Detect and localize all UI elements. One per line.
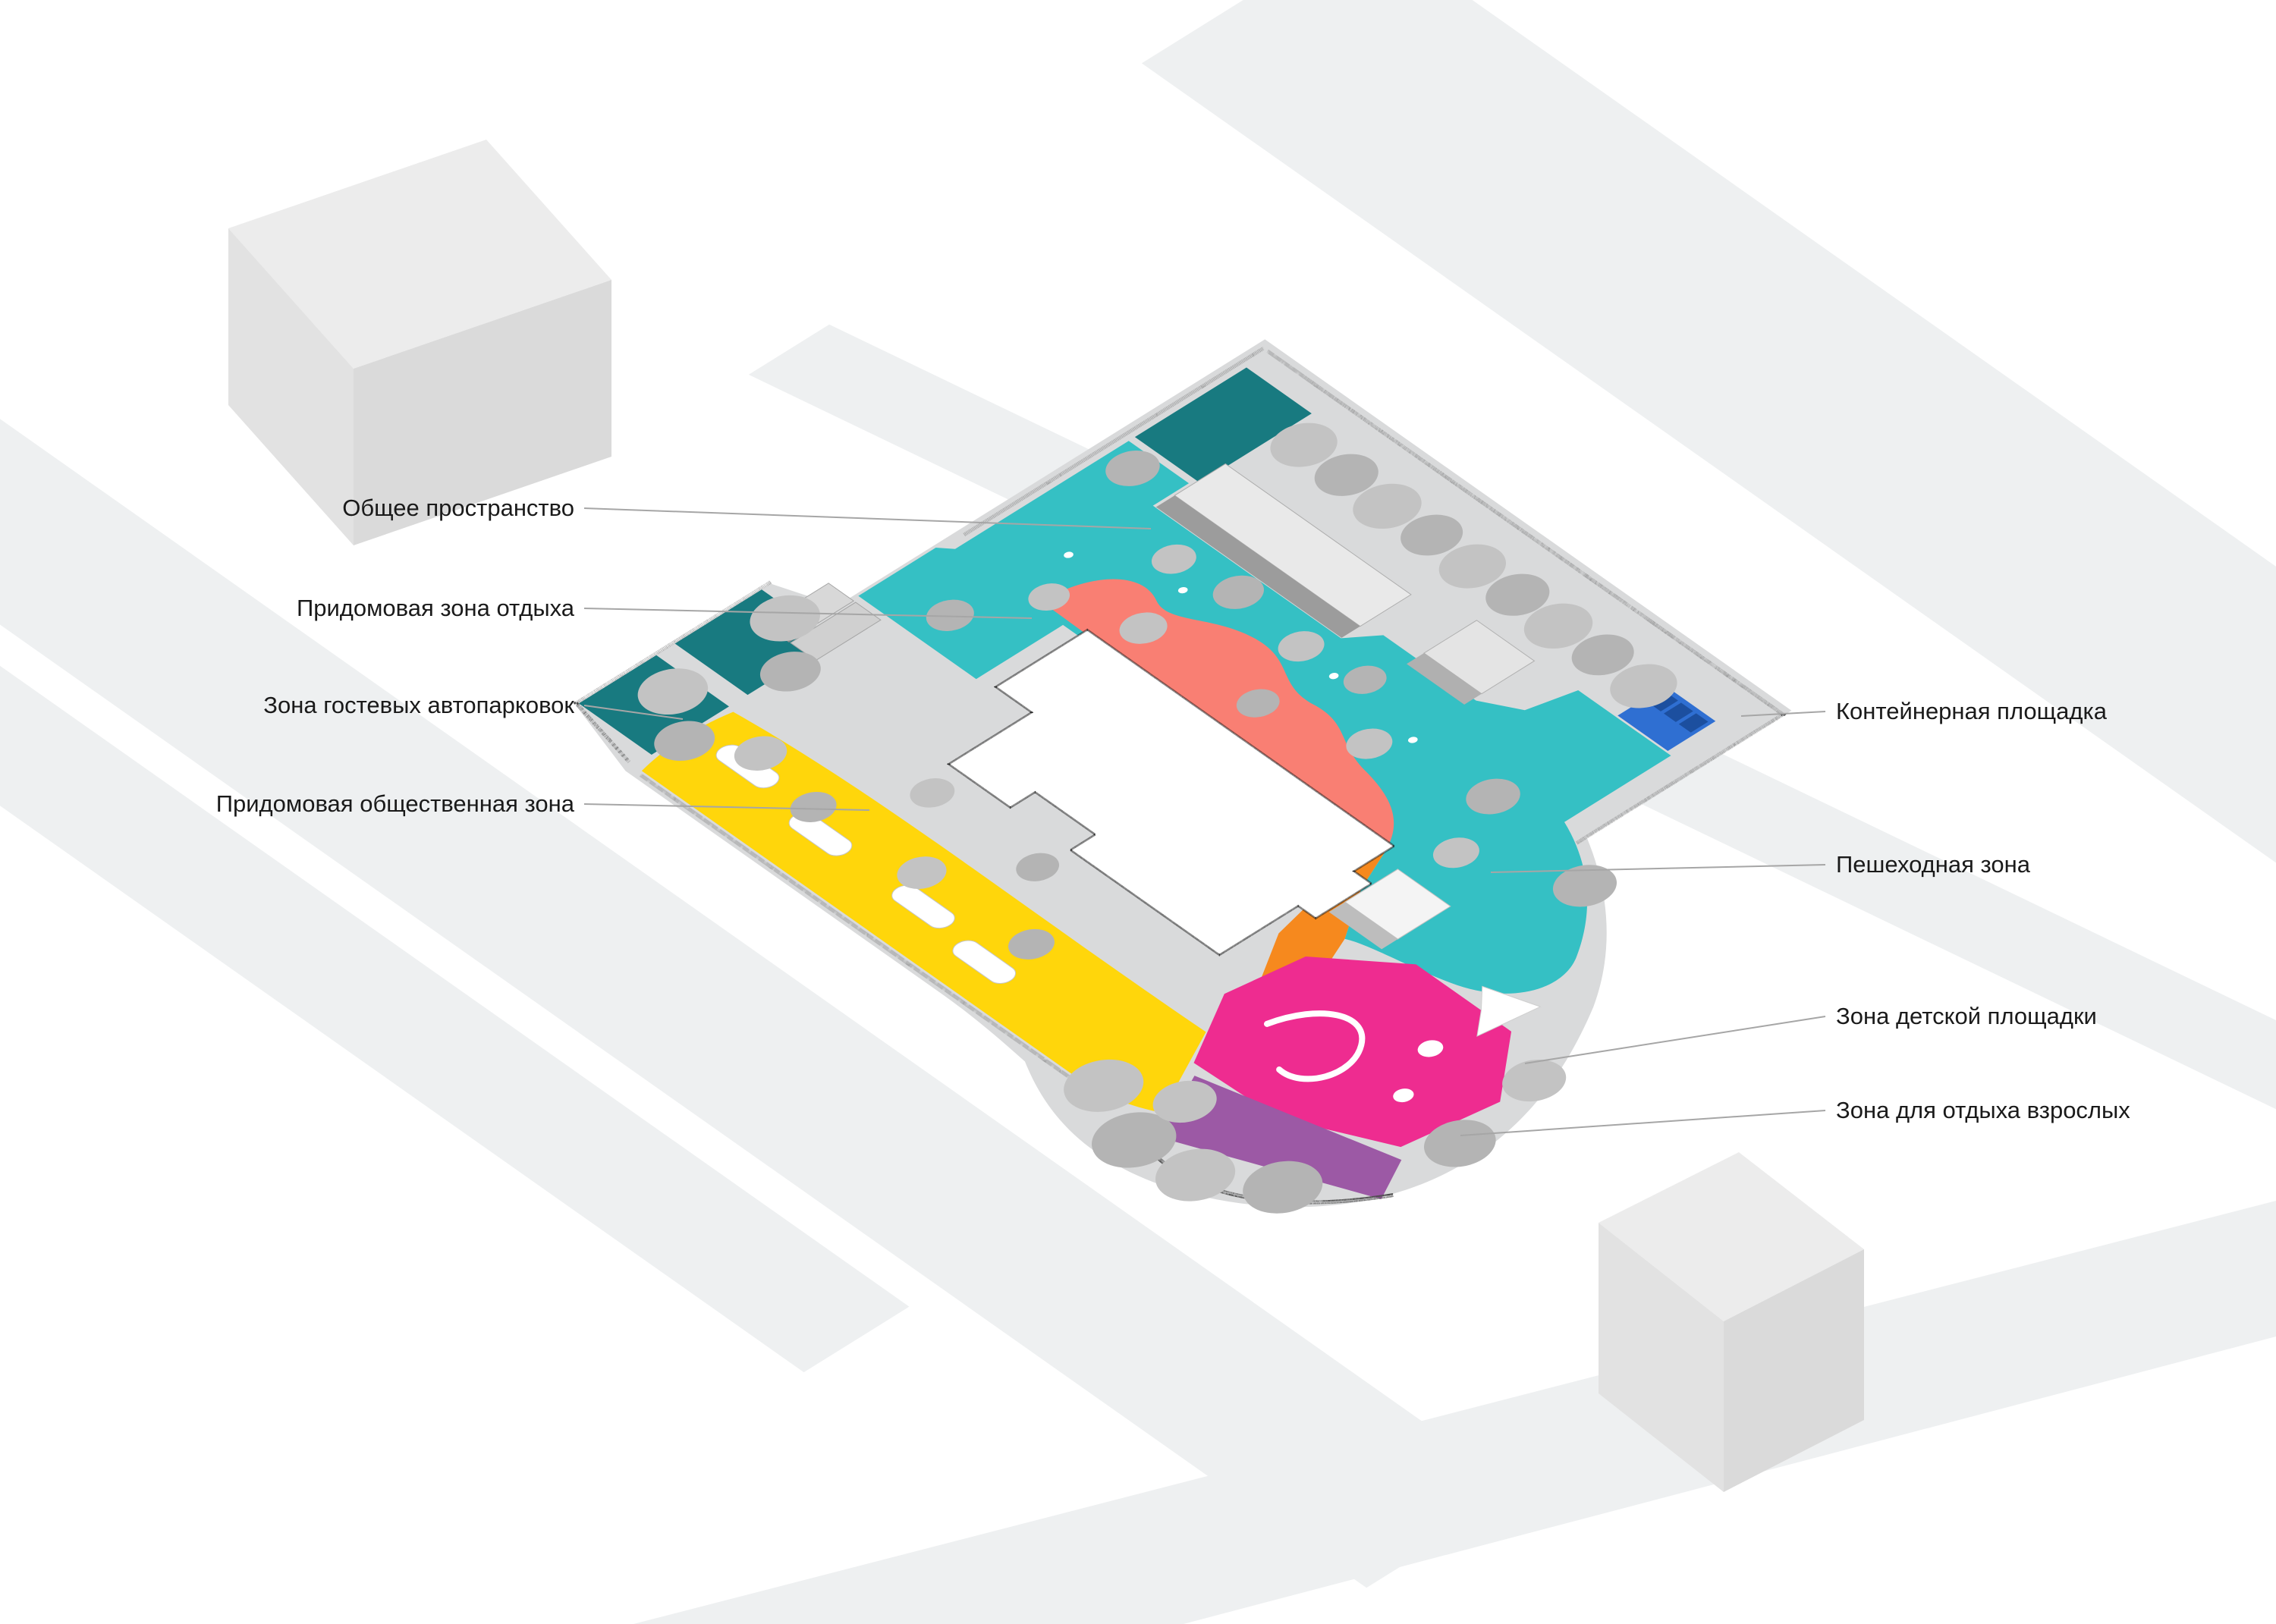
bench bbox=[886, 881, 960, 931]
building-face-left bbox=[228, 228, 354, 545]
tree bbox=[1028, 583, 1070, 611]
street-north bbox=[1141, 0, 2276, 1212]
street-southeast bbox=[633, 1201, 2276, 1624]
tree bbox=[1152, 1080, 1217, 1123]
tree bbox=[1064, 1059, 1144, 1112]
strip-pavilion bbox=[1407, 620, 1534, 705]
tree bbox=[1105, 450, 1160, 486]
label-home-public: Придомовая общественная зона bbox=[215, 790, 574, 817]
label-container: Контейнерная площадка bbox=[1836, 698, 2107, 724]
building-face-right bbox=[354, 280, 611, 545]
waste-bins bbox=[1649, 692, 1709, 733]
tree bbox=[1278, 631, 1325, 662]
label-common-space: Общее пространство bbox=[342, 495, 574, 521]
playground-equipment bbox=[1239, 925, 1549, 1129]
building-face-left bbox=[1599, 1223, 1724, 1492]
leader-container bbox=[1740, 711, 1826, 717]
bench bbox=[948, 937, 1021, 987]
main-building-footprint bbox=[913, 630, 1412, 967]
trees-group bbox=[637, 422, 1677, 1214]
building-roof bbox=[1599, 1152, 1864, 1321]
play-dome bbox=[1393, 1088, 1414, 1103]
play-structure bbox=[1239, 994, 1384, 1090]
label-pedestrian: Пешеходная зона bbox=[1836, 851, 2030, 878]
exit-pavilion bbox=[1329, 869, 1451, 949]
tree bbox=[1270, 422, 1338, 467]
tree bbox=[1610, 664, 1677, 708]
storage-building bbox=[1156, 463, 1411, 637]
tree bbox=[1571, 634, 1634, 676]
fence-parking-pockets bbox=[560, 582, 840, 762]
tree bbox=[1485, 573, 1550, 616]
leader-pedestrian bbox=[1490, 864, 1826, 873]
lamp-dots bbox=[1064, 551, 1418, 743]
tree bbox=[1008, 928, 1055, 960]
tree bbox=[1424, 1120, 1496, 1167]
street-southwest-2 bbox=[0, 405, 910, 1373]
tree bbox=[1119, 612, 1168, 644]
zone-guest-parking-north bbox=[1134, 367, 1312, 483]
building-roof bbox=[228, 140, 611, 369]
leader-guest-parking bbox=[583, 705, 684, 720]
tree bbox=[1212, 575, 1264, 609]
slide-structure bbox=[1442, 977, 1541, 1041]
label-home-rest: Придомовая зона отдыха bbox=[296, 595, 574, 621]
fence-southwest bbox=[640, 775, 1097, 1097]
tree bbox=[1151, 544, 1196, 574]
label-guest-parking: Зона гостевых автопарковок bbox=[263, 692, 574, 718]
tree bbox=[1343, 665, 1387, 694]
tree bbox=[1092, 1112, 1177, 1168]
leader-adult-rest bbox=[1460, 1110, 1826, 1136]
tree bbox=[637, 668, 709, 715]
leader-home-public bbox=[583, 803, 870, 811]
tree bbox=[1016, 853, 1060, 881]
tree bbox=[910, 778, 955, 808]
label-adult-rest: Зона для отдыха взрослых bbox=[1836, 1097, 2130, 1123]
tree bbox=[790, 791, 837, 822]
leader-lines bbox=[583, 507, 1826, 1136]
zone-playground bbox=[1193, 956, 1512, 1148]
tree bbox=[750, 595, 820, 642]
tree bbox=[1400, 514, 1463, 556]
play-dome bbox=[1417, 1040, 1444, 1057]
tree bbox=[734, 736, 787, 771]
leader-playground bbox=[1524, 1016, 1826, 1064]
tree bbox=[1466, 778, 1520, 815]
tree bbox=[1314, 454, 1378, 496]
tree bbox=[1236, 689, 1280, 718]
tree bbox=[1523, 603, 1593, 649]
neighbour-building-southeast bbox=[1599, 1152, 1864, 1492]
tree bbox=[1243, 1161, 1323, 1214]
tree bbox=[759, 652, 821, 692]
label-playground: Зона детской площадки bbox=[1836, 1003, 2097, 1029]
street-southwest-1 bbox=[0, 325, 1522, 1588]
leader-home-rest bbox=[583, 608, 1033, 619]
tree bbox=[1353, 483, 1422, 529]
tree bbox=[1502, 1059, 1567, 1102]
tree bbox=[1438, 544, 1506, 589]
neighbour-building-northwest bbox=[228, 140, 611, 545]
site-plate-group bbox=[511, 305, 1985, 1286]
tree bbox=[654, 721, 715, 761]
zone-adult-rest bbox=[1159, 1076, 1402, 1199]
leader-common-space bbox=[583, 507, 1152, 529]
tree bbox=[897, 856, 947, 889]
tree bbox=[1346, 728, 1393, 759]
tree bbox=[1155, 1148, 1236, 1202]
building-face-right bbox=[1724, 1249, 1864, 1492]
fence-northwest bbox=[964, 348, 1264, 535]
tree bbox=[1432, 837, 1479, 869]
tree bbox=[926, 599, 974, 631]
tree bbox=[1552, 865, 1617, 907]
